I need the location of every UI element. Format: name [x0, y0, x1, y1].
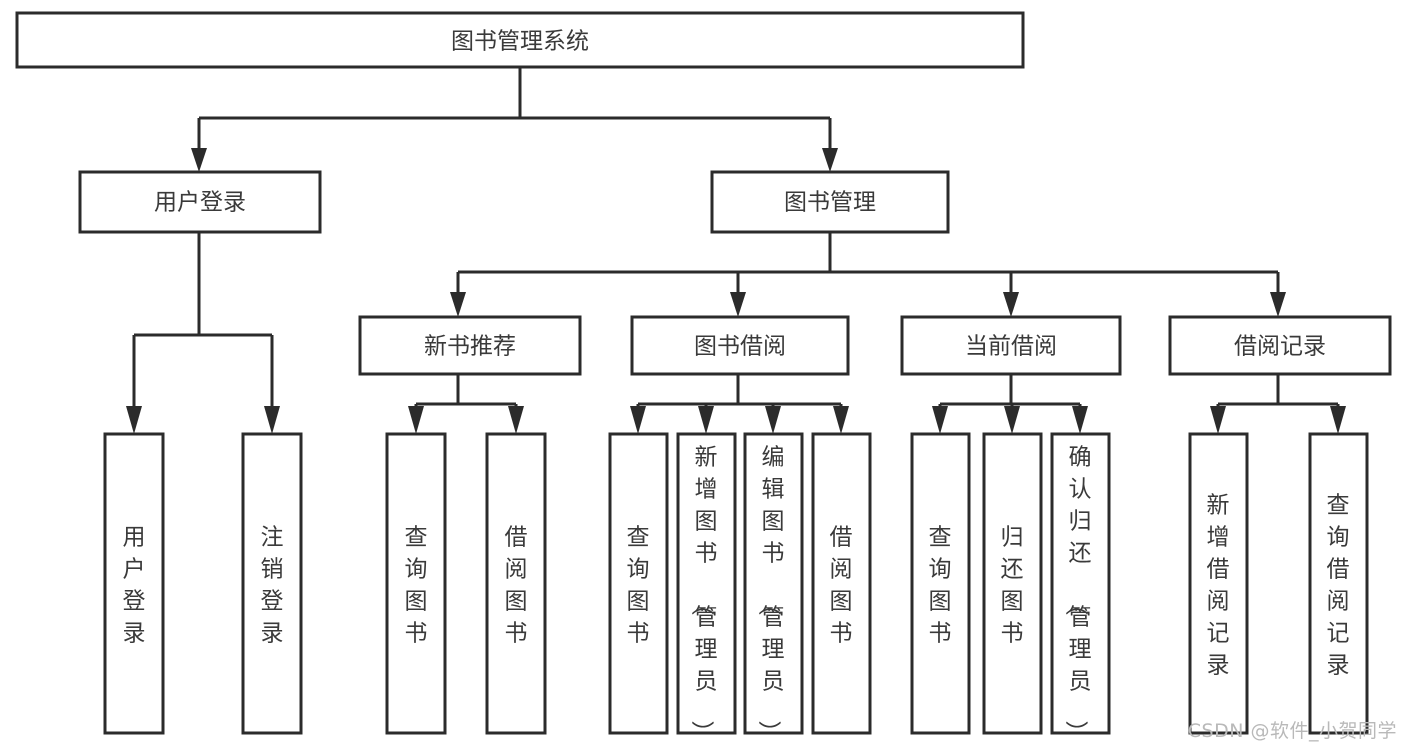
node-leaf-logout-label: 注销登录 [261, 525, 284, 647]
arrow-br-to-query-record [1330, 406, 1346, 434]
node-current-borrow[interactable]: 当前借阅 [900, 315, 1122, 376]
node-new-book-recommend-label: 新书推荐 [424, 334, 516, 360]
node-leaf-borrow-book-1-label: 借阅图书 [505, 525, 528, 647]
node-borrow-record-box[interactable] [1168, 315, 1392, 376]
node-leaf-query-record-label: 查询借阅记录 [1327, 493, 1350, 679]
arrow-bb-to-borrow-book [833, 406, 849, 434]
node-leaf-query-book-1[interactable]: 查询图书 [385, 432, 447, 735]
node-leaf-query-book-3[interactable]: 查询图书 [910, 432, 971, 735]
node-leaf-confirm-return-box[interactable] [1050, 432, 1111, 735]
node-leaf-query-book-2-label: 查询图书 [627, 525, 650, 647]
node-leaf-confirm-return[interactable]: 确认归还（管理员） [1050, 432, 1111, 744]
node-book-borrow-label: 图书借阅 [694, 334, 786, 360]
node-leaf-borrow-book-1-box[interactable] [485, 432, 547, 735]
node-leaf-logout[interactable]: 注销登录 [241, 432, 303, 735]
node-leaf-return-book-label: 归还图书 [1001, 525, 1024, 647]
node-root-box[interactable] [15, 11, 1025, 69]
arrow-bm-to-book-borrow [730, 292, 746, 317]
arrow-bb-to-add-book [698, 406, 714, 434]
node-leaf-return-book-box[interactable] [982, 432, 1043, 735]
node-leaf-confirm-return-label: 确认归还（管理员） [1063, 445, 1092, 744]
node-leaf-query-book-3-box[interactable] [910, 432, 971, 735]
node-leaf-logout-box[interactable] [241, 432, 303, 735]
node-book-management-box[interactable] [710, 170, 950, 234]
node-leaf-query-book-2[interactable]: 查询图书 [608, 432, 669, 735]
arrow-root-to-user-login [191, 148, 207, 172]
node-root-label: 图书管理系统 [451, 29, 589, 55]
arrow-bm-to-borrow-record [1270, 292, 1286, 317]
node-leaf-add-book-label: 新增图书（管理员） [689, 445, 718, 744]
leaf-node-layer: 用户登录 注销登录 查询图书 借阅图书 查询图书 新增图书（管理员） [103, 432, 1369, 744]
node-leaf-add-record-box[interactable] [1188, 432, 1249, 735]
node-leaf-add-book[interactable]: 新增图书（管理员） [676, 432, 737, 744]
node-leaf-query-book-3-label: 查询图书 [929, 525, 952, 647]
node-leaf-query-book-1-label: 查询图书 [405, 525, 428, 647]
node-book-borrow-box[interactable] [630, 315, 850, 376]
node-book-management-label: 图书管理 [784, 190, 876, 216]
node-user-login[interactable]: 用户登录 [78, 170, 322, 234]
arrow-br-to-add-record [1210, 406, 1226, 434]
arrow-bm-to-new-book-recommend [450, 292, 466, 317]
node-leaf-user-login[interactable]: 用户登录 [103, 432, 165, 735]
node-leaf-edit-book-label: 编辑图书（管理员） [756, 445, 785, 744]
node-borrow-record[interactable]: 借阅记录 [1168, 315, 1392, 376]
arrow-nbr-to-query-book [408, 406, 424, 434]
connector-layer [126, 67, 1346, 434]
arrow-user-login-to-leaf-user-login [126, 406, 142, 434]
arrow-cb-to-query-book [932, 406, 948, 434]
node-leaf-query-book-1-box[interactable] [385, 432, 447, 735]
node-leaf-edit-book[interactable]: 编辑图书（管理员） [743, 432, 804, 744]
arrow-bb-to-edit-book [765, 406, 781, 434]
arrow-cb-to-confirm-return [1072, 406, 1088, 434]
node-user-login-box[interactable] [78, 170, 322, 234]
node-leaf-user-login-label: 用户登录 [123, 525, 146, 647]
node-leaf-add-record-label: 新增借阅记录 [1207, 493, 1230, 679]
node-leaf-borrow-book-2-label: 借阅图书 [830, 525, 853, 647]
arrow-root-to-book-management [822, 148, 838, 172]
node-borrow-record-label: 借阅记录 [1234, 334, 1326, 360]
node-book-management[interactable]: 图书管理 [710, 170, 950, 234]
node-leaf-query-record-box[interactable] [1308, 432, 1369, 735]
node-leaf-borrow-book-2[interactable]: 借阅图书 [811, 432, 872, 735]
arrow-bb-to-query-book [630, 406, 646, 434]
node-leaf-query-record[interactable]: 查询借阅记录 [1308, 432, 1369, 735]
node-user-login-label: 用户登录 [154, 190, 246, 216]
node-new-book-recommend[interactable]: 新书推荐 [358, 315, 582, 376]
node-book-borrow[interactable]: 图书借阅 [630, 315, 850, 376]
arrow-nbr-to-borrow-book [508, 406, 524, 434]
arrow-user-login-to-leaf-logout [264, 406, 280, 434]
node-leaf-add-record[interactable]: 新增借阅记录 [1188, 432, 1249, 735]
node-leaf-return-book[interactable]: 归还图书 [982, 432, 1043, 735]
node-leaf-borrow-book-2-box[interactable] [811, 432, 872, 735]
node-leaf-borrow-book-1[interactable]: 借阅图书 [485, 432, 547, 735]
node-leaf-user-login-box[interactable] [103, 432, 165, 735]
node-leaf-edit-book-box[interactable] [743, 432, 804, 735]
arrow-cb-to-return-book [1004, 406, 1020, 434]
node-leaf-add-book-box[interactable] [676, 432, 737, 735]
node-current-borrow-box[interactable] [900, 315, 1122, 376]
node-new-book-recommend-box[interactable] [358, 315, 582, 376]
node-root-book-management-system[interactable]: 图书管理系统 [15, 11, 1025, 69]
arrow-bm-to-current-borrow [1003, 292, 1019, 317]
node-current-borrow-label: 当前借阅 [965, 334, 1057, 360]
node-leaf-query-book-2-box[interactable] [608, 432, 669, 735]
